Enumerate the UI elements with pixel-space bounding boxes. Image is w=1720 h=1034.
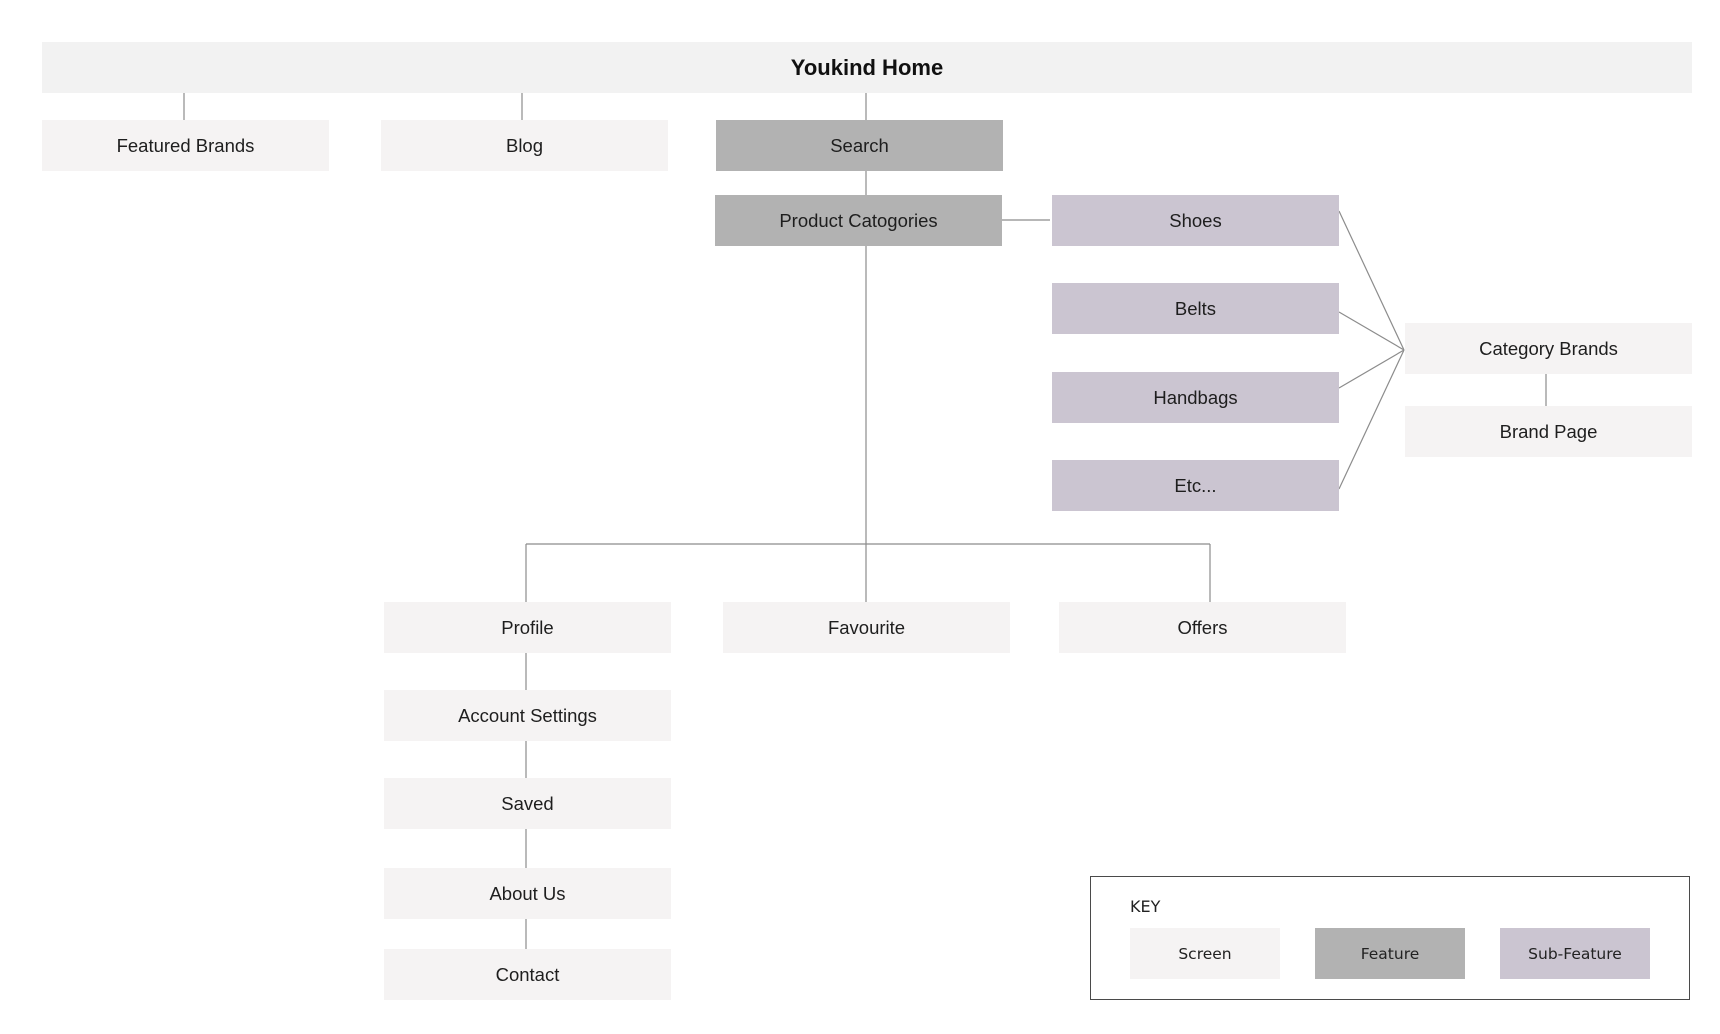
home-node: Youkind Home [42,42,1692,93]
legend-title: KEY [1130,897,1161,916]
legend-sub-feature-swatch: Sub-Feature [1500,928,1650,979]
connector-handbags-brands [1338,349,1405,389]
favourite-node: Favourite [723,602,1010,653]
connector-shoes-brands [1338,210,1405,351]
about-us-node: About Us [384,868,671,919]
account-settings-node: Account Settings [384,690,671,741]
contact-node: Contact [384,949,671,1000]
category-brands-node: Category Brands [1405,323,1692,374]
legend-screen-swatch: Screen [1130,928,1280,979]
belts-node: Belts [1052,283,1339,334]
search-node: Search [716,120,1003,171]
handbags-node: Handbags [1052,372,1339,423]
connector-etc-brands [1338,349,1405,490]
etc-node: Etc... [1052,460,1339,511]
shoes-node: Shoes [1052,195,1339,246]
legend-key: KEY Screen Feature Sub-Feature [1090,876,1690,1000]
brand-page-node: Brand Page [1405,406,1692,457]
connector-belts-brands [1338,311,1405,351]
profile-node: Profile [384,602,671,653]
product-categories-node: Product Catogories [715,195,1002,246]
legend-feature-swatch: Feature [1315,928,1465,979]
featured-brands-node: Featured Brands [42,120,329,171]
saved-node: Saved [384,778,671,829]
blog-node: Blog [381,120,668,171]
offers-node: Offers [1059,602,1346,653]
